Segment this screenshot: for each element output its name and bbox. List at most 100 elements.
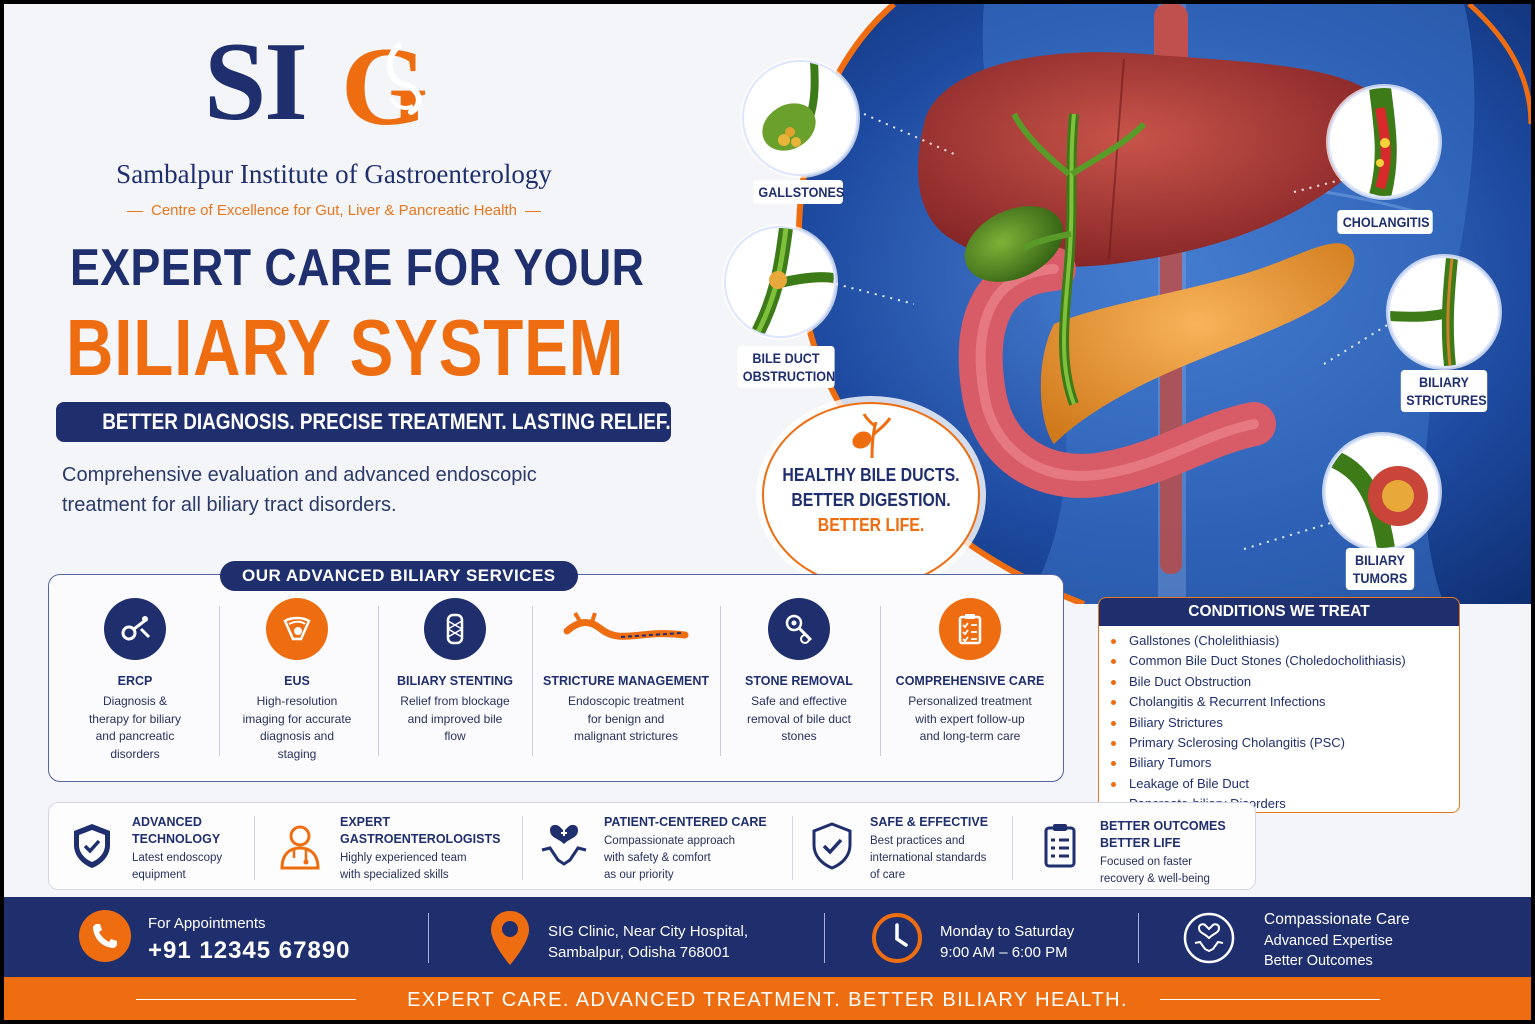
logo-g-stomach-mark: G <box>341 28 428 140</box>
service-desc-line: diagnosis and <box>259 729 335 743</box>
bile-duct-obstruction-label-line-1: BILE DUCT <box>752 350 820 366</box>
badge-line-2: BETTER DIGESTION. <box>791 490 951 510</box>
ultrasound-icon <box>266 598 328 660</box>
feature-title-line: BETTER LIFE <box>1100 836 1181 850</box>
service-desc-line: Endoscopic treatment <box>567 694 685 708</box>
feature-title: ADVANCED TECHNOLOGY <box>132 814 220 848</box>
contact-divider <box>824 913 825 963</box>
service-desc-line: therapy for biliary <box>88 711 182 726</box>
service-desc-line: Relief from blockage <box>400 694 510 708</box>
service-desc-line: and pancreatic <box>95 729 175 743</box>
footer-line-right <box>1160 999 1380 1000</box>
service-desc-line: staging <box>277 746 317 761</box>
intro-line-1: Comprehensive evaluation and advanced en… <box>62 464 537 486</box>
poster: GALLSTONES BILE DUCT OBSTRUCTION CHOLANG… <box>4 4 1531 1020</box>
feature-title-line: BETTER OUTCOMES <box>1100 819 1226 833</box>
biliary-tumors-label-line-1: BILIARY <box>1355 552 1405 568</box>
service-desc-line: removal of bile duct <box>746 711 852 726</box>
gallstones-illustration <box>742 60 858 176</box>
bile-duct-obstruction-label-line-2: OBSTRUCTION <box>742 368 836 384</box>
condition-item: Biliary Strictures <box>1111 713 1459 733</box>
phone-number[interactable]: +91 12345 67890 <box>148 937 351 964</box>
condition-item: Leakage of Bile Duct <box>1111 774 1459 794</box>
gallstones-label: GALLSTONES <box>753 180 844 204</box>
feature-title-line: TECHNOLOGY <box>132 832 221 846</box>
condition-item: Bile Duct Obstruction <box>1111 672 1459 692</box>
feature-title: BETTER OUTCOMES BETTER LIFE <box>1100 818 1226 852</box>
phone-icon[interactable] <box>78 909 132 963</box>
feature-title: SAFE & EFFECTIVE <box>870 814 988 831</box>
hero-tagline: BETTER DIAGNOSIS. PRECISE TREATMENT. LAS… <box>56 402 671 442</box>
feature-title: PATIENT-CENTERED CARE <box>604 814 767 831</box>
service-name: BILIARY STENTING <box>397 674 513 688</box>
feature-desc-line: Best practices and <box>870 835 965 847</box>
opening-days: Monday to Saturday <box>940 923 1075 940</box>
organization-name: Sambalpur Institute of Gastroenterology <box>116 159 552 189</box>
service-desc-line: Diagnosis & <box>102 694 168 708</box>
service-desc: Personalized treatment with expert follow… <box>890 693 1050 746</box>
service-desc-line: disorders <box>110 746 160 761</box>
service-desc-line: for benign and <box>587 711 665 726</box>
feature-desc-line: of care <box>870 869 906 881</box>
biliary-tumors-illustration <box>1324 434 1440 550</box>
feature-desc-line: equipment <box>132 869 186 881</box>
endoscope-icon <box>104 598 166 660</box>
feature-title-line: EXPERT <box>340 815 391 829</box>
condition-item: Primary Sclerosing Cholangitis (PSC) <box>1111 733 1459 753</box>
service-comprehensive-care: COMPREHENSIVE CARE Personalized treatmen… <box>890 598 1050 768</box>
service-desc-line: with expert follow-up <box>915 711 1025 726</box>
opening-hours: 9:00 AM – 6:00 PM <box>940 944 1068 961</box>
biliary-strictures-illustration <box>1388 256 1500 368</box>
feature-divider <box>792 816 793 880</box>
condition-item: Common Bile Duct Stones (Choledocholithi… <box>1111 651 1459 671</box>
bile-duct-obstruction-illustration <box>724 226 836 338</box>
address-line-1: SIG Clinic, Near City Hospital, <box>548 923 749 940</box>
feature-desc-line: as our priority <box>604 869 674 881</box>
feature-divider <box>1012 816 1013 880</box>
feature-desc-line: Focused on faster <box>1100 856 1193 868</box>
stone-basket-icon <box>768 598 830 660</box>
contact-divider <box>428 913 429 963</box>
promise-line-3: Better Outcomes <box>1264 953 1373 969</box>
intro-text: Comprehensive evaluation and advanced en… <box>62 460 662 520</box>
condition-item: Gallstones (Cholelithiasis) <box>1111 631 1459 651</box>
service-desc-line: Personalized treatment <box>908 694 1032 708</box>
feature-title-line: ADVANCED <box>132 815 202 829</box>
headline-line-2: BILIARY SYSTEM <box>66 303 625 392</box>
shield-check-icon <box>74 824 110 868</box>
appointments-label: For Appointments <box>148 915 266 932</box>
conditions-panel: CONDITIONS WE TREAT Gallstones (Cholelit… <box>1098 597 1460 813</box>
service-name: COMPREHENSIVE CARE <box>895 674 1045 688</box>
cholangitis-label: CHOLANGITIS <box>1337 210 1433 234</box>
tagline-dash-right <box>525 210 541 212</box>
services-panel <box>48 574 1064 782</box>
contact-bar: For Appointments +91 12345 67890 SIG Cli… <box>4 897 1531 977</box>
address-line-2: Sambalpur, Odisha 768001 <box>548 944 730 961</box>
feature-desc-line: Highly experienced team <box>340 852 467 864</box>
heart-hands-circle-icon <box>1183 912 1235 964</box>
promise-line-1: Compassionate Care <box>1264 911 1410 928</box>
service-divider <box>532 606 533 756</box>
clipboard-check-icon <box>939 598 1001 660</box>
hero-tagline-text: BETTER DIAGNOSIS. PRECISE TREATMENT. LAS… <box>102 409 671 434</box>
biliary-tumors-label: BILIARY TUMORS <box>1345 548 1415 590</box>
shield-check-outline-icon <box>812 822 852 870</box>
cholangitis-label-text: CHOLANGITIS <box>1342 214 1430 230</box>
biliary-strictures-label-line-1: BILIARY <box>1419 374 1469 390</box>
service-name: STONE REMOVAL <box>745 674 853 688</box>
service-desc-line: and improved bile <box>407 711 503 726</box>
service-divider <box>219 606 220 756</box>
logo-letters: SI <box>204 20 308 144</box>
biliary-strictures-label: BILIARY STRICTURES <box>1400 370 1488 412</box>
feature-title-line: PATIENT-CENTERED CARE <box>604 815 767 829</box>
